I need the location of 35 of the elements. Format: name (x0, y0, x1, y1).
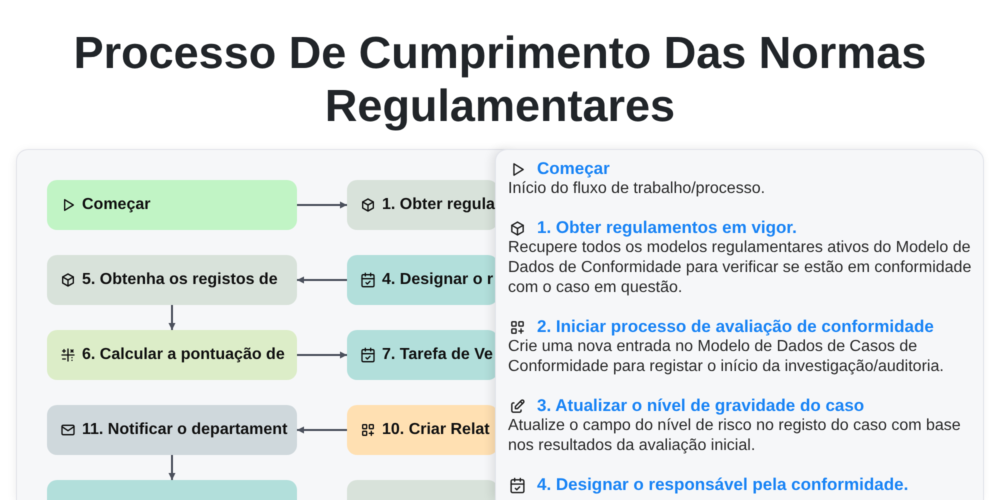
step-label: Começar (82, 196, 150, 213)
arrow (297, 426, 347, 434)
process-box (347, 330, 498, 380)
process-box (47, 405, 297, 455)
step-heading: 3. Atualizar o nível de gravidade do caso (537, 396, 864, 416)
arrow (168, 455, 176, 480)
step-heading: 1. Obter regulamentos em vigor. (537, 218, 797, 238)
process-box (47, 255, 297, 305)
step-label: 6. Calcular a pontuação de (82, 346, 285, 363)
step-label: 1. Obter regula (382, 196, 495, 213)
step-label: 11. Notificar o departament (82, 421, 288, 438)
process-box (47, 480, 297, 500)
step-heading: 2. Iniciar processo de avaliação de conformidade (537, 317, 934, 337)
step-label: 4. Designar o r (382, 271, 494, 288)
arrow (297, 202, 347, 208)
step-label: 5. Obtenha os registos de (82, 271, 278, 288)
arrow (297, 276, 347, 284)
step-description: Recupere todos os modelos regulamentares ativos do Modelo de Dados de Conformidade para verificar se estão em conformidade com o caso em questão. (508, 238, 972, 298)
process-box (347, 405, 498, 455)
step-heading: Começar (537, 159, 610, 179)
arrow (297, 352, 347, 358)
step-label: 10. Criar Relat (382, 421, 490, 438)
step-label: 7. Tarefa de Ve (382, 346, 493, 363)
step-description: Atualize o campo do nível de risco no registo do caso com base nos resultados da avaliação inicial. (508, 416, 962, 456)
details-panel (495, 149, 984, 500)
arrow (168, 305, 176, 330)
step-heading: 4. Designar o responsável pela conformidade. (537, 475, 908, 495)
process-box (47, 180, 297, 230)
process-box (347, 480, 498, 500)
step-description: Início do fluxo de trabalho/processo. (508, 179, 766, 199)
process-box (347, 180, 498, 230)
step-description: Crie uma nova entrada no Modelo de Dados de Casos de Conformidade para registar o início da investigação/auditoria. (508, 337, 945, 377)
diagram-title: Processo De Cumprimento Das Normas Regulamentares (72, 26, 928, 132)
process-box (347, 255, 498, 305)
process-box (47, 330, 297, 380)
